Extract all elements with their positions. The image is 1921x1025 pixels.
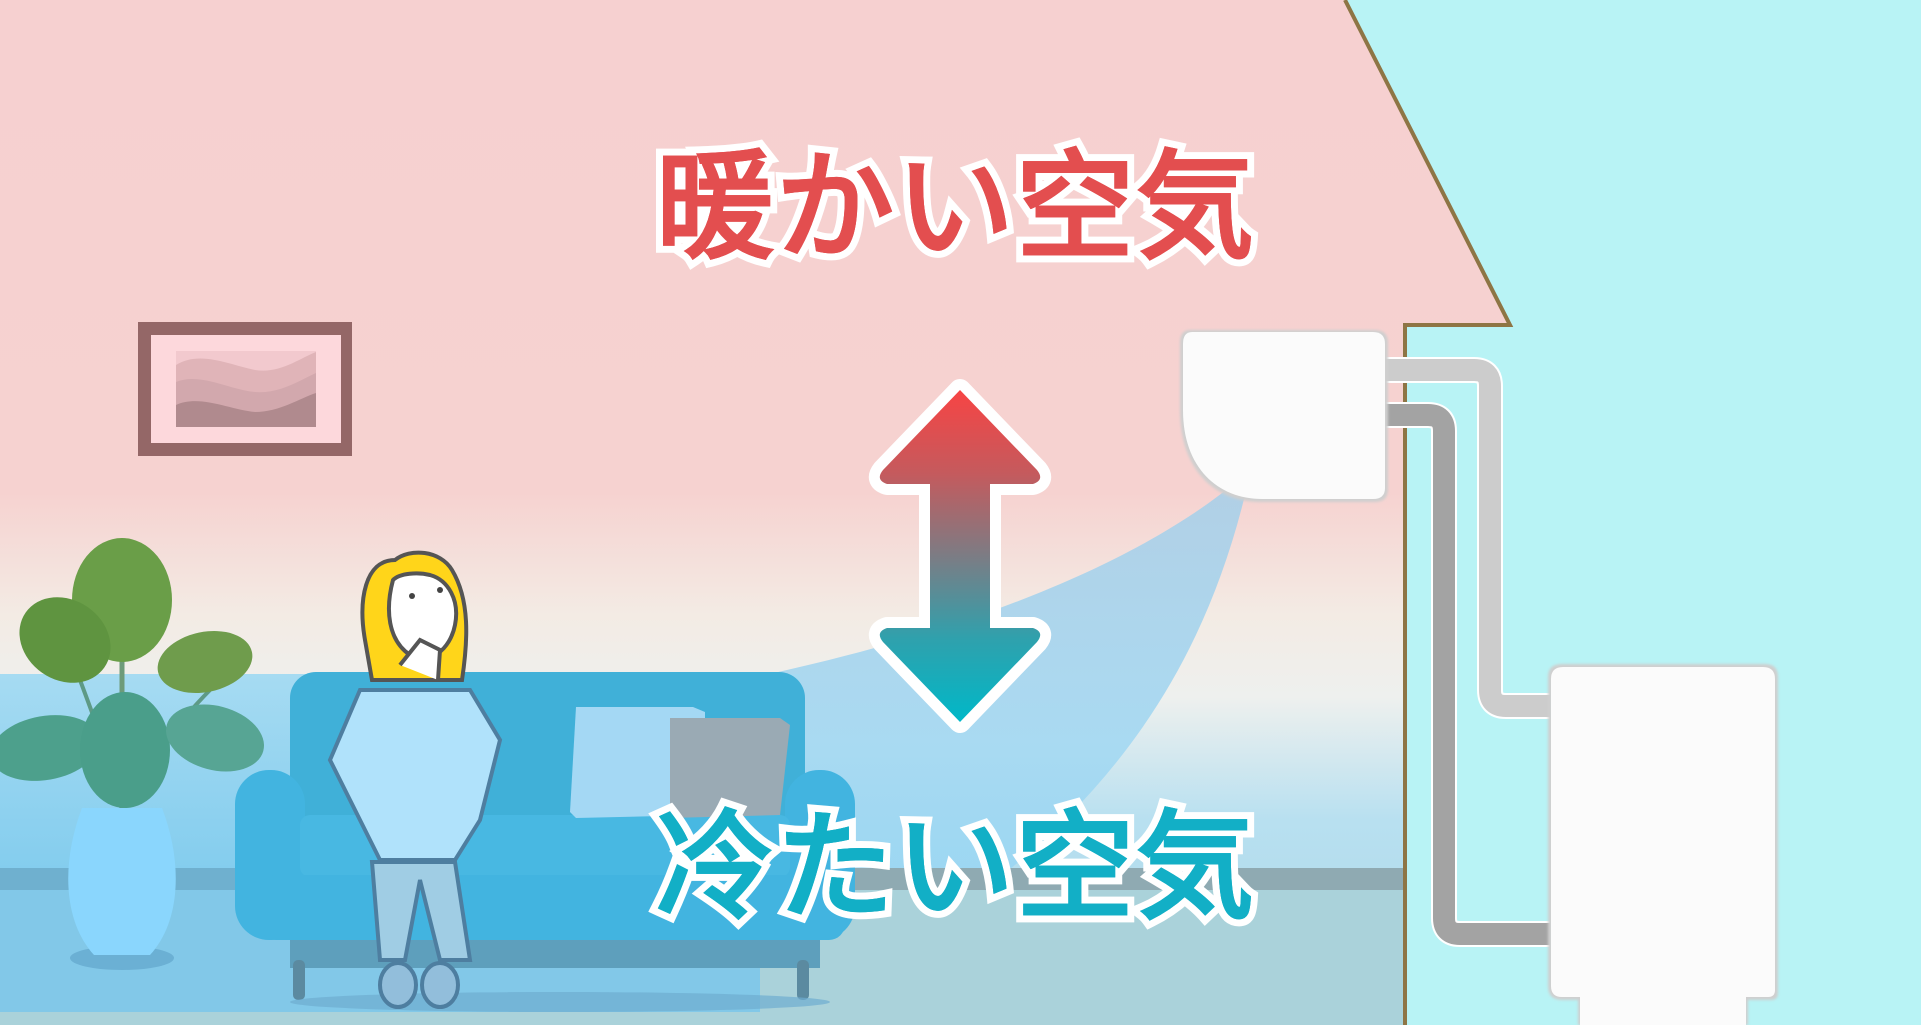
house-outline bbox=[1343, 0, 1514, 1025]
outdoor-ac-unit bbox=[1548, 664, 1778, 1025]
refrigerant-pipes bbox=[1385, 357, 1550, 947]
thinking-woman bbox=[327, 550, 503, 1009]
warm-air-text: 暖かい空気 bbox=[656, 138, 1257, 276]
warm-air-text-outline: 暖かい空気 bbox=[649, 138, 1261, 276]
wall-picture-frame bbox=[138, 322, 352, 456]
warm-air-label: 暖かい空気 暖かい空気 bbox=[649, 138, 1261, 276]
up-down-gradient-arrow bbox=[868, 379, 1052, 733]
cold-air-text: 冷たい空気 bbox=[656, 798, 1257, 936]
monstera-plant bbox=[0, 538, 265, 970]
indoor-ac-unit bbox=[1180, 330, 1388, 502]
cold-air-label: 冷たい空気 冷たい空気 bbox=[649, 798, 1261, 936]
cold-air-text-outline: 冷たい空気 bbox=[649, 798, 1261, 936]
